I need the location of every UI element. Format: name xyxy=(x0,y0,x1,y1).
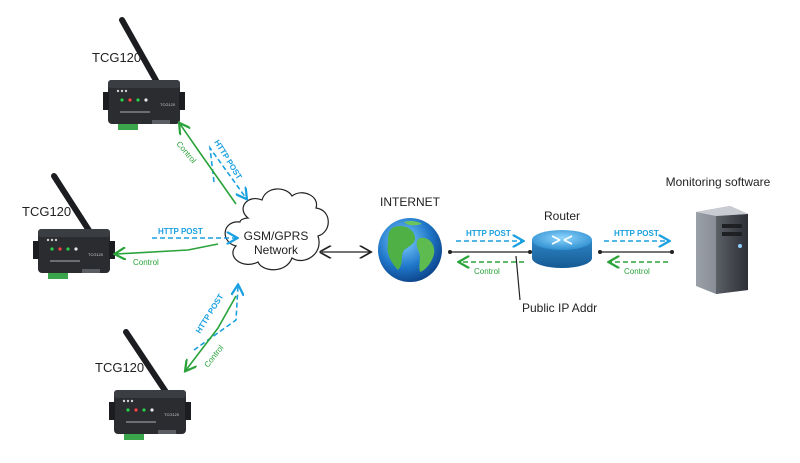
control-arrow-bottom xyxy=(186,295,237,370)
device-top: TCG120 TCG120 xyxy=(92,17,185,130)
http-label-server: HTTP POST xyxy=(614,229,659,238)
control-label-bottom: Control xyxy=(202,343,225,369)
antenna-middle xyxy=(51,173,93,235)
device-top-badge: TCG120 xyxy=(160,102,176,107)
internet-label: INTERNET xyxy=(380,195,441,209)
monitoring-server: Monitoring software xyxy=(666,175,771,294)
http-label-internet: HTTP POST xyxy=(466,229,511,238)
network-label-line2: Network xyxy=(254,243,299,257)
antenna-top xyxy=(119,17,161,87)
control-label-middle: Control xyxy=(133,258,159,267)
device-bottom: TCG120 TCG120 xyxy=(95,329,191,440)
device-middle-badge: TCG120 xyxy=(88,252,104,257)
antenna-bottom xyxy=(123,329,169,395)
http-label-bottom: HTTP POST xyxy=(194,292,225,335)
device-bottom-badge: TCG120 xyxy=(164,412,180,417)
link-internet-router: HTTP POST Control Public IP Addr xyxy=(448,229,597,315)
control-label-top: Control xyxy=(174,140,198,166)
server-label: Monitoring software xyxy=(666,175,771,189)
control-label-internet: Control xyxy=(474,267,500,276)
http-label-top: HTTP POST xyxy=(212,138,243,181)
link-router-server: HTTP POST Control xyxy=(598,229,674,276)
router-icon xyxy=(532,230,592,250)
device-top-label: TCG120 xyxy=(92,50,141,65)
control-label-server: Control xyxy=(624,267,650,276)
device-middle: TCG120 TCG120 xyxy=(22,173,115,279)
router-label: Router xyxy=(544,209,580,223)
gsm-gprs-cloud: GSM/GPRS Network xyxy=(224,188,329,271)
link-middle: HTTP POST Control xyxy=(116,227,236,267)
router: Router xyxy=(532,209,592,268)
link-top: HTTP POST Control xyxy=(174,124,246,205)
network-label-line1: GSM/GPRS xyxy=(244,229,309,243)
link-bottom: HTTP POST Control xyxy=(186,286,238,370)
internet-globe: INTERNET xyxy=(378,195,442,282)
control-arrow-middle xyxy=(116,243,219,254)
cloud-shape xyxy=(224,188,329,271)
http-label-middle: HTTP POST xyxy=(158,227,203,236)
public-ip-label: Public IP Addr xyxy=(522,301,597,315)
public-ip-pointer xyxy=(515,255,521,301)
device-bottom-label: TCG120 xyxy=(95,360,144,375)
control-arrow-top xyxy=(180,124,237,205)
device-middle-label: TCG120 xyxy=(22,204,71,219)
